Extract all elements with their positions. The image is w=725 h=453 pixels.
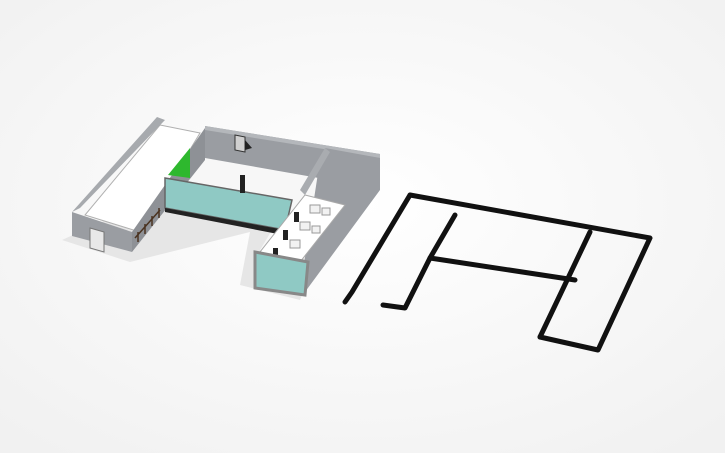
workstations [273,212,299,258]
back-wall-top [205,126,380,158]
right-outer-wall [300,148,380,292]
building-model[interactable] [62,117,380,300]
right-glass-front [253,250,310,297]
partition-base [165,208,285,235]
floor-plan-outline[interactable] [342,192,653,353]
desks [289,204,331,249]
chair [240,175,245,193]
wall-monitor [234,134,246,153]
outline-inner-right [537,229,593,340]
right-inner-wall [300,148,330,195]
green-panel [168,148,190,178]
outline-inner-left [380,212,458,311]
door-opening [89,227,105,253]
monitor-stand [245,140,252,150]
outline-outer [407,192,653,353]
railing [134,208,161,242]
outline-left [342,192,413,305]
outline-middle [427,255,578,283]
left-outer-wall [72,117,165,212]
